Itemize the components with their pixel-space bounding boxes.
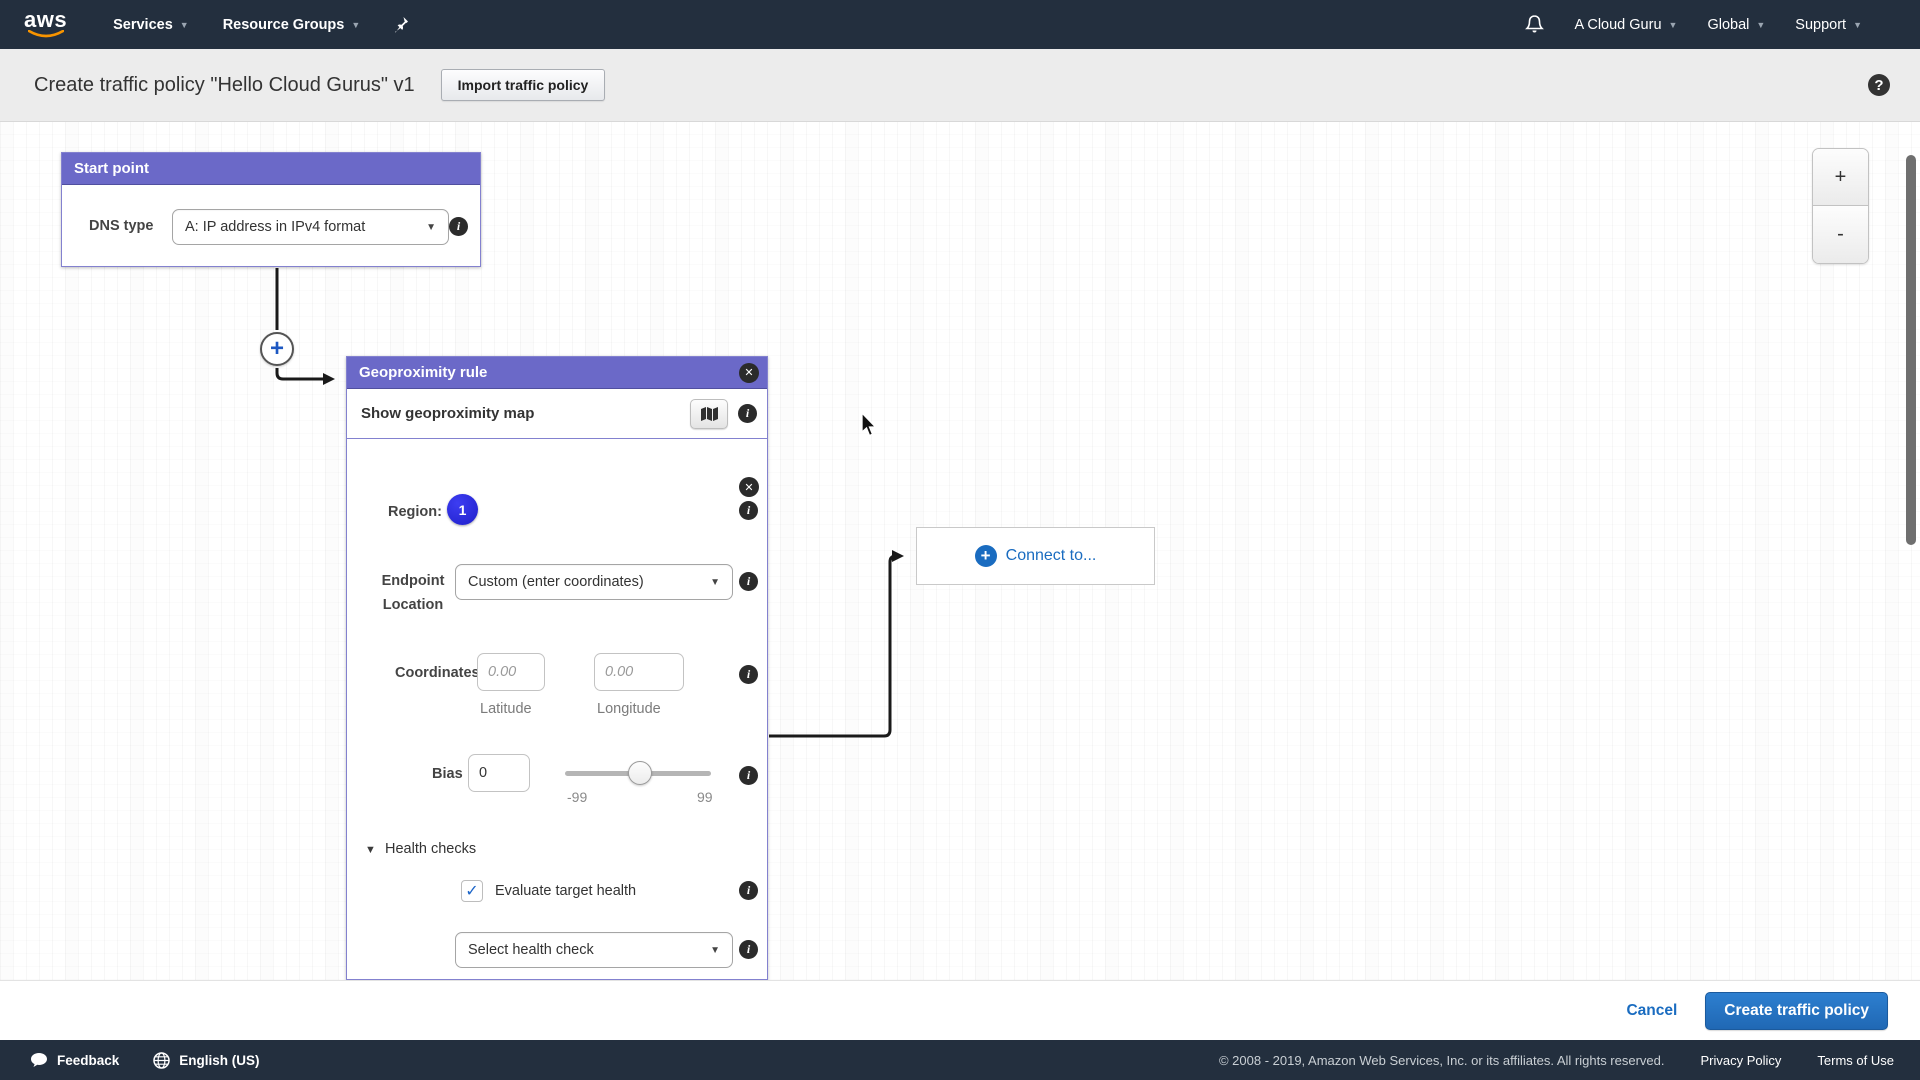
import-traffic-policy-button[interactable]: Import traffic policy <box>440 69 606 101</box>
nav-services[interactable]: Services▼ <box>113 16 189 33</box>
start-point-header: Start point <box>62 153 480 185</box>
language-selector[interactable]: English (US) <box>153 1051 260 1069</box>
chevron-down-icon: ▼ <box>179 19 189 30</box>
geoproximity-body: Show geoproximity map i ✕ Region: 1 i En… <box>347 389 767 979</box>
latitude-caption: Latitude <box>480 701 532 717</box>
dns-type-info-icon[interactable]: i <box>449 217 468 236</box>
page-title: Create traffic policy "Hello Cloud Gurus… <box>34 73 415 96</box>
speech-bubble-icon <box>31 1053 47 1067</box>
show-map-label: Show geoproximity map <box>361 405 535 422</box>
pin-icon[interactable] <box>394 16 410 34</box>
dns-type-select[interactable]: A: IP address in IPv4 format ▼ <box>172 209 449 245</box>
connect-to-box[interactable]: + Connect to... <box>916 527 1155 585</box>
region-number-badge: 1 <box>447 494 478 525</box>
nav-region-menu[interactable]: Global▼ <box>1707 16 1766 33</box>
navbar-right: A Cloud Guru▼ Global▼ Support▼ <box>1525 14 1862 35</box>
cancel-button[interactable]: Cancel <box>1626 1001 1678 1019</box>
page-footer: Feedback English (US) © 2008 - 2019, Ama… <box>0 1040 1920 1080</box>
dns-type-row: DNS type A: IP address in IPv4 format ▼ … <box>62 185 480 267</box>
endpoint-location-select[interactable]: Custom (enter coordinates) ▼ <box>455 564 733 600</box>
plus-icon: + <box>974 545 997 567</box>
add-rule-button[interactable]: + <box>260 332 294 366</box>
longitude-input[interactable] <box>594 653 684 691</box>
map-button[interactable] <box>690 398 728 429</box>
bias-min-label: -99 <box>567 789 588 805</box>
coordinates-info-icon[interactable]: i <box>739 665 758 684</box>
bias-max-label: 99 <box>697 789 713 805</box>
bias-input[interactable] <box>468 754 530 792</box>
aws-logo[interactable]: aws <box>24 7 68 39</box>
health-checks-collapse-icon[interactable]: ▼ <box>365 844 376 856</box>
page-header: Create traffic policy "Hello Cloud Gurus… <box>0 49 1920 122</box>
aws-logo-text: aws <box>24 7 68 32</box>
create-traffic-policy-button[interactable]: Create traffic policy <box>1705 991 1888 1030</box>
health-checks-label[interactable]: Health checks <box>385 841 477 857</box>
bottom-action-bar: Cancel Create traffic policy <box>0 980 1920 1040</box>
copyright-text: © 2008 - 2019, Amazon Web Services, Inc.… <box>1218 1052 1665 1068</box>
bias-slider-handle[interactable] <box>628 761 652 785</box>
evaluate-target-health-info-icon[interactable]: i <box>739 881 758 900</box>
endpoint-location-label: Endpoint Location <box>381 573 445 613</box>
show-map-row: Show geoproximity map i <box>347 389 767 439</box>
top-navbar: aws Services▼ Resource Groups▼ A Cloud G… <box>0 0 1920 49</box>
chevron-down-icon: ▼ <box>1853 19 1862 30</box>
nav-support-menu[interactable]: Support▼ <box>1795 16 1862 33</box>
canvas-zoom-controls: + - <box>1812 148 1869 264</box>
help-icon[interactable]: ? <box>1868 74 1890 96</box>
region-info-icon[interactable]: i <box>739 501 758 520</box>
chevron-down-icon: ▼ <box>710 576 720 588</box>
zoom-out-button[interactable]: - <box>1813 206 1868 263</box>
notifications-bell-icon[interactable] <box>1525 14 1545 35</box>
remove-region-icon[interactable]: ✕ <box>739 477 759 497</box>
feedback-button[interactable]: Feedback <box>30 1052 119 1068</box>
zoom-in-button[interactable]: + <box>1813 149 1868 206</box>
chevron-down-icon: ▼ <box>426 221 436 233</box>
terms-of-use-link[interactable]: Terms of Use <box>1817 1052 1894 1068</box>
latitude-input[interactable] <box>477 653 545 691</box>
geoproximity-header: Geoproximity rule ✕ <box>347 357 767 389</box>
coordinates-label: Coordinates <box>395 665 480 681</box>
close-rule-icon[interactable]: ✕ <box>739 362 759 383</box>
chevron-down-icon: ▼ <box>710 944 720 956</box>
bias-label: Bias <box>432 766 463 782</box>
privacy-policy-link[interactable]: Privacy Policy <box>1700 1052 1782 1068</box>
longitude-caption: Longitude <box>597 701 661 717</box>
nav-resource-groups[interactable]: Resource Groups▼ <box>222 16 361 33</box>
geoproximity-rule-panel: Geoproximity rule ✕ Show geoproximity ma… <box>346 356 768 980</box>
traffic-policy-canvas: Start point DNS type A: IP address in IP… <box>0 122 1920 980</box>
chevron-down-icon: ▼ <box>1668 19 1678 30</box>
map-icon <box>701 406 718 421</box>
region-label: Region: <box>388 504 442 520</box>
evaluate-target-health-checkbox[interactable]: ✓ <box>461 880 483 902</box>
health-check-info-icon[interactable]: i <box>739 940 758 959</box>
aws-smile-icon <box>27 30 64 38</box>
start-point-panel: Start point DNS type A: IP address in IP… <box>61 152 481 267</box>
globe-icon <box>153 1051 171 1069</box>
endpoint-location-info-icon[interactable]: i <box>739 572 758 591</box>
chevron-down-icon: ▼ <box>1756 19 1766 30</box>
connect-to-label: Connect to... <box>1005 547 1097 564</box>
footer-right: © 2008 - 2019, Amazon Web Services, Inc.… <box>1219 1053 1894 1068</box>
nav-account-menu[interactable]: A Cloud Guru▼ <box>1574 16 1678 33</box>
show-map-info-icon[interactable]: i <box>738 404 757 423</box>
evaluate-target-health-label: Evaluate target health <box>495 883 637 899</box>
health-check-select[interactable]: Select health check ▼ <box>455 932 733 968</box>
chevron-down-icon: ▼ <box>351 19 361 30</box>
dns-type-label: DNS type <box>89 218 154 234</box>
bias-info-icon[interactable]: i <box>739 766 758 785</box>
mouse-cursor <box>861 412 878 437</box>
vertical-scrollbar[interactable] <box>1906 155 1916 545</box>
